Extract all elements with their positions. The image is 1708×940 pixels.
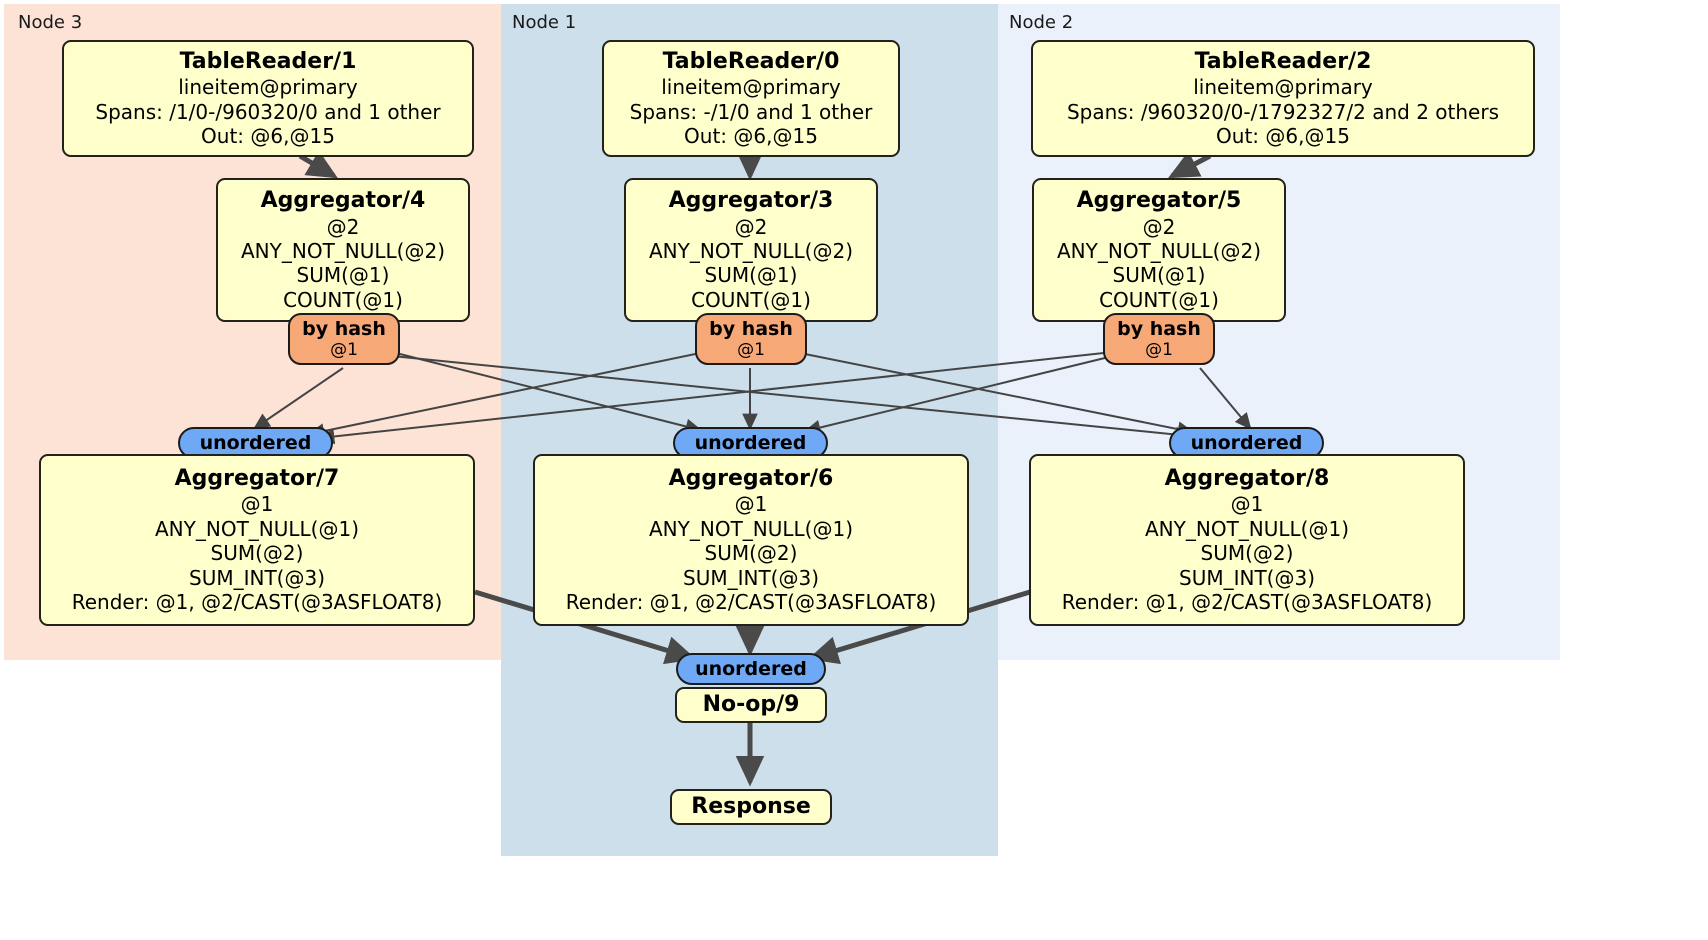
node-line-2: SUM(@1) (1112, 263, 1206, 288)
node-line-2: SUM(@2) (704, 541, 798, 566)
node-title: Aggregator/4 (260, 187, 426, 213)
sync-label: unordered (1190, 431, 1303, 454)
panel-label-node-3: Node 3 (18, 12, 83, 33)
sync-unordered-final[interactable]: unordered (676, 653, 826, 685)
node-line-1: Spans: /960320/0-/1792327/2 and 2 others (1066, 99, 1499, 124)
panel-label-node-1: Node 1 (512, 12, 577, 33)
router-by-hash-center[interactable]: by hash @1 (695, 313, 807, 365)
node-title: Response (691, 793, 811, 819)
node-line-0: lineitem@primary (661, 75, 841, 100)
node-title: Aggregator/7 (174, 465, 340, 491)
node-title: Aggregator/3 (668, 187, 834, 213)
node-line-3: SUM_INT(@3) (683, 565, 819, 590)
node-line-3: COUNT(@1) (691, 287, 811, 312)
node-line-3: COUNT(@1) (283, 287, 403, 312)
node-line-2: Out: @6,@15 (201, 124, 335, 149)
sync-label: unordered (199, 431, 312, 454)
node-line-4: Render: @1, @2/CAST(@3ASFLOAT8) (1061, 590, 1433, 614)
panel-label-node-2: Node 2 (1009, 12, 1074, 33)
node-line-0: lineitem@primary (178, 75, 358, 100)
node-line-0: @2 (326, 214, 360, 239)
sync-label: unordered (694, 431, 807, 454)
node-no-op-9[interactable]: No-op/9 (675, 687, 827, 723)
node-title: Aggregator/6 (668, 465, 834, 491)
node-table-reader-1[interactable]: TableReader/1 lineitem@primary Spans: /1… (62, 40, 474, 157)
node-title: Aggregator/5 (1076, 187, 1242, 213)
router-by-hash-left[interactable]: by hash @1 (288, 313, 400, 365)
node-response[interactable]: Response (670, 789, 832, 825)
node-line-4: Render: @1, @2/CAST(@3ASFLOAT8) (565, 590, 937, 614)
node-line-1: ANY_NOT_NULL(@2) (1057, 239, 1261, 264)
node-line-2: SUM(@2) (210, 541, 304, 566)
node-line-1: ANY_NOT_NULL(@1) (155, 516, 359, 541)
node-line-0: @1 (1230, 492, 1264, 517)
router-sublabel: @1 (1145, 340, 1173, 361)
node-line-0: @1 (734, 492, 768, 517)
node-title: TableReader/1 (179, 48, 357, 74)
node-line-0: @1 (240, 492, 274, 517)
router-sublabel: @1 (330, 340, 358, 361)
node-line-3: SUM_INT(@3) (1179, 565, 1315, 590)
node-title: Aggregator/8 (1164, 465, 1330, 491)
node-table-reader-2[interactable]: TableReader/2 lineitem@primary Spans: /9… (1031, 40, 1535, 157)
node-line-2: SUM(@2) (1200, 541, 1294, 566)
node-line-0: @2 (1142, 214, 1176, 239)
node-aggregator-8[interactable]: Aggregator/8 @1 ANY_NOT_NULL(@1) SUM(@2)… (1029, 454, 1465, 626)
node-line-0: @2 (734, 214, 768, 239)
node-line-2: Out: @6,@15 (1216, 124, 1350, 149)
router-label: by hash (709, 317, 793, 340)
node-aggregator-4[interactable]: Aggregator/4 @2 ANY_NOT_NULL(@2) SUM(@1)… (216, 178, 470, 322)
node-line-1: ANY_NOT_NULL(@2) (241, 239, 445, 264)
node-line-3: COUNT(@1) (1099, 287, 1219, 312)
node-line-3: SUM_INT(@3) (189, 565, 325, 590)
node-title: TableReader/2 (1194, 48, 1372, 74)
node-aggregator-3[interactable]: Aggregator/3 @2 ANY_NOT_NULL(@2) SUM(@1)… (624, 178, 878, 322)
node-line-1: Spans: /1/0-/960320/0 and 1 other (95, 99, 441, 124)
sync-unordered-center[interactable]: unordered (673, 427, 828, 459)
node-line-1: ANY_NOT_NULL(@1) (1145, 516, 1349, 541)
node-title: No-op/9 (702, 691, 800, 717)
node-line-4: Render: @1, @2/CAST(@3ASFLOAT8) (71, 590, 443, 614)
router-by-hash-right[interactable]: by hash @1 (1103, 313, 1215, 365)
sync-label: unordered (695, 657, 807, 680)
node-line-2: SUM(@1) (704, 263, 798, 288)
node-title: TableReader/0 (662, 48, 840, 74)
node-line-0: lineitem@primary (1193, 75, 1373, 100)
node-line-1: ANY_NOT_NULL(@2) (649, 239, 853, 264)
router-sublabel: @1 (737, 340, 765, 361)
node-aggregator-6[interactable]: Aggregator/6 @1 ANY_NOT_NULL(@1) SUM(@2)… (533, 454, 969, 626)
node-line-1: ANY_NOT_NULL(@1) (649, 516, 853, 541)
node-aggregator-7[interactable]: Aggregator/7 @1 ANY_NOT_NULL(@1) SUM(@2)… (39, 454, 475, 626)
node-table-reader-0[interactable]: TableReader/0 lineitem@primary Spans: -/… (602, 40, 900, 157)
router-label: by hash (1117, 317, 1201, 340)
node-line-2: SUM(@1) (296, 263, 390, 288)
sync-unordered-left[interactable]: unordered (178, 427, 333, 459)
node-line-2: Out: @6,@15 (684, 124, 818, 149)
router-label: by hash (302, 317, 386, 340)
node-aggregator-5[interactable]: Aggregator/5 @2 ANY_NOT_NULL(@2) SUM(@1)… (1032, 178, 1286, 322)
node-line-1: Spans: -/1/0 and 1 other (629, 99, 873, 124)
